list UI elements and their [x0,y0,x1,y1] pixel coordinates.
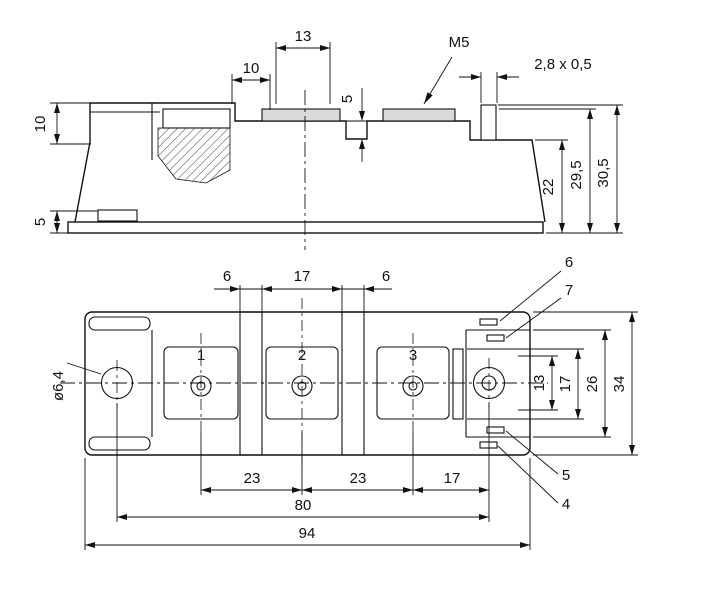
slot-bottom-left [88,436,151,451]
dim-10-top-label: 10 [243,60,260,77]
terminal-bar-center [261,108,341,122]
rib-left [239,311,263,456]
dim-pitch-row: 23 23 17 [200,403,490,522]
callout-5-label: 5 [562,467,570,484]
plan-view: 1 2 3 6 17 6 ø6,4 6 7 5 4 [50,254,638,550]
rib-6-left-label: 6 [223,268,231,285]
section-hatch [157,127,231,184]
dim-top-10: 10 [231,60,271,110]
dim-faston-28x05: 2,8 x 0,5 [459,56,592,103]
dim-13-label: 13 [295,28,312,45]
screw-hole-1 [190,375,212,397]
dim-v-13: 13 [518,355,558,411]
pitch-17-label: 17 [444,470,461,487]
terminal-3-label: 3 [409,347,417,364]
dim-hole-diameter: ø6,4 [50,362,102,401]
holes-80-label: 80 [295,497,312,514]
rib-right [341,311,365,456]
faston-tab [480,104,497,141]
tab-bottom-inner [486,426,505,434]
pitch-23-b-label: 23 [350,470,367,487]
rib-6-right-label: 6 [382,268,390,285]
dim-left-10: 10 [32,102,91,145]
dim-height-30-5: 30,5 [498,104,623,233]
height-30-5-label: 30,5 [595,158,612,187]
height-22-label: 22 [540,179,557,196]
hole-diameter-label: ø6,4 [50,371,67,401]
faston-size-label: 2,8 x 0,5 [534,56,592,73]
groove-5-label: 5 [339,95,356,103]
rib-end [452,348,464,420]
dim-v-34: 34 [533,311,638,456]
side-view-outline [67,90,546,250]
m5-label: M5 [449,34,470,51]
terminal-2-label: 2 [298,347,306,364]
dim-left-5: 5 [32,210,98,234]
pad-centerlines [116,298,490,468]
baseplate [67,221,544,234]
total-94-label: 94 [299,525,316,542]
dim-top-ribs: 6 17 6 [214,268,392,312]
dim-holes-80: 80 [116,403,489,522]
tab-bottom-outer [479,441,498,449]
left-10-label: 10 [32,116,49,133]
tab-top-outer [479,318,498,326]
base-slot [97,209,138,222]
tab-top-inner [486,334,505,342]
right-ear-lines [465,329,530,438]
v-17-label: 17 [557,376,574,393]
dim-v-26: 26 [533,329,611,438]
dim-height-29-5: 29,5 [499,108,596,233]
slot-top-left [88,316,151,331]
terminal-numbers: 1 2 3 [197,347,417,364]
v-34-label: 34 [611,376,628,393]
terminal-bar-m5 [382,108,456,122]
dim-v-17: 17 [467,348,584,420]
left-5-label: 5 [32,218,49,226]
callout-7-label: 7 [565,282,573,299]
dim-terminal-width-13: 13 [275,28,331,104]
callout-6-label: 6 [565,254,573,271]
pitch-23-a-label: 23 [244,470,261,487]
dim-height-22: 22 [535,139,623,234]
side-view: 13 10 M5 2,8 x 0,5 5 [32,28,623,250]
plan-view-outline [60,298,548,468]
dim-groove-5: 5 [339,88,372,162]
callout-4-label: 4 [562,496,570,513]
dim-total-94: 94 [84,458,531,550]
module-body [84,311,531,456]
screw-hole-3 [402,375,424,397]
gap-17-label: 17 [294,268,311,285]
height-29-5-label: 29,5 [568,160,585,189]
v-13-label: 13 [531,375,548,392]
terminal-1-label: 1 [197,347,205,364]
callout-m5: M5 [423,34,470,105]
callouts-right: 6 7 5 4 [497,254,573,513]
v-26-label: 26 [584,376,601,393]
inner-terminal-section [162,108,231,129]
